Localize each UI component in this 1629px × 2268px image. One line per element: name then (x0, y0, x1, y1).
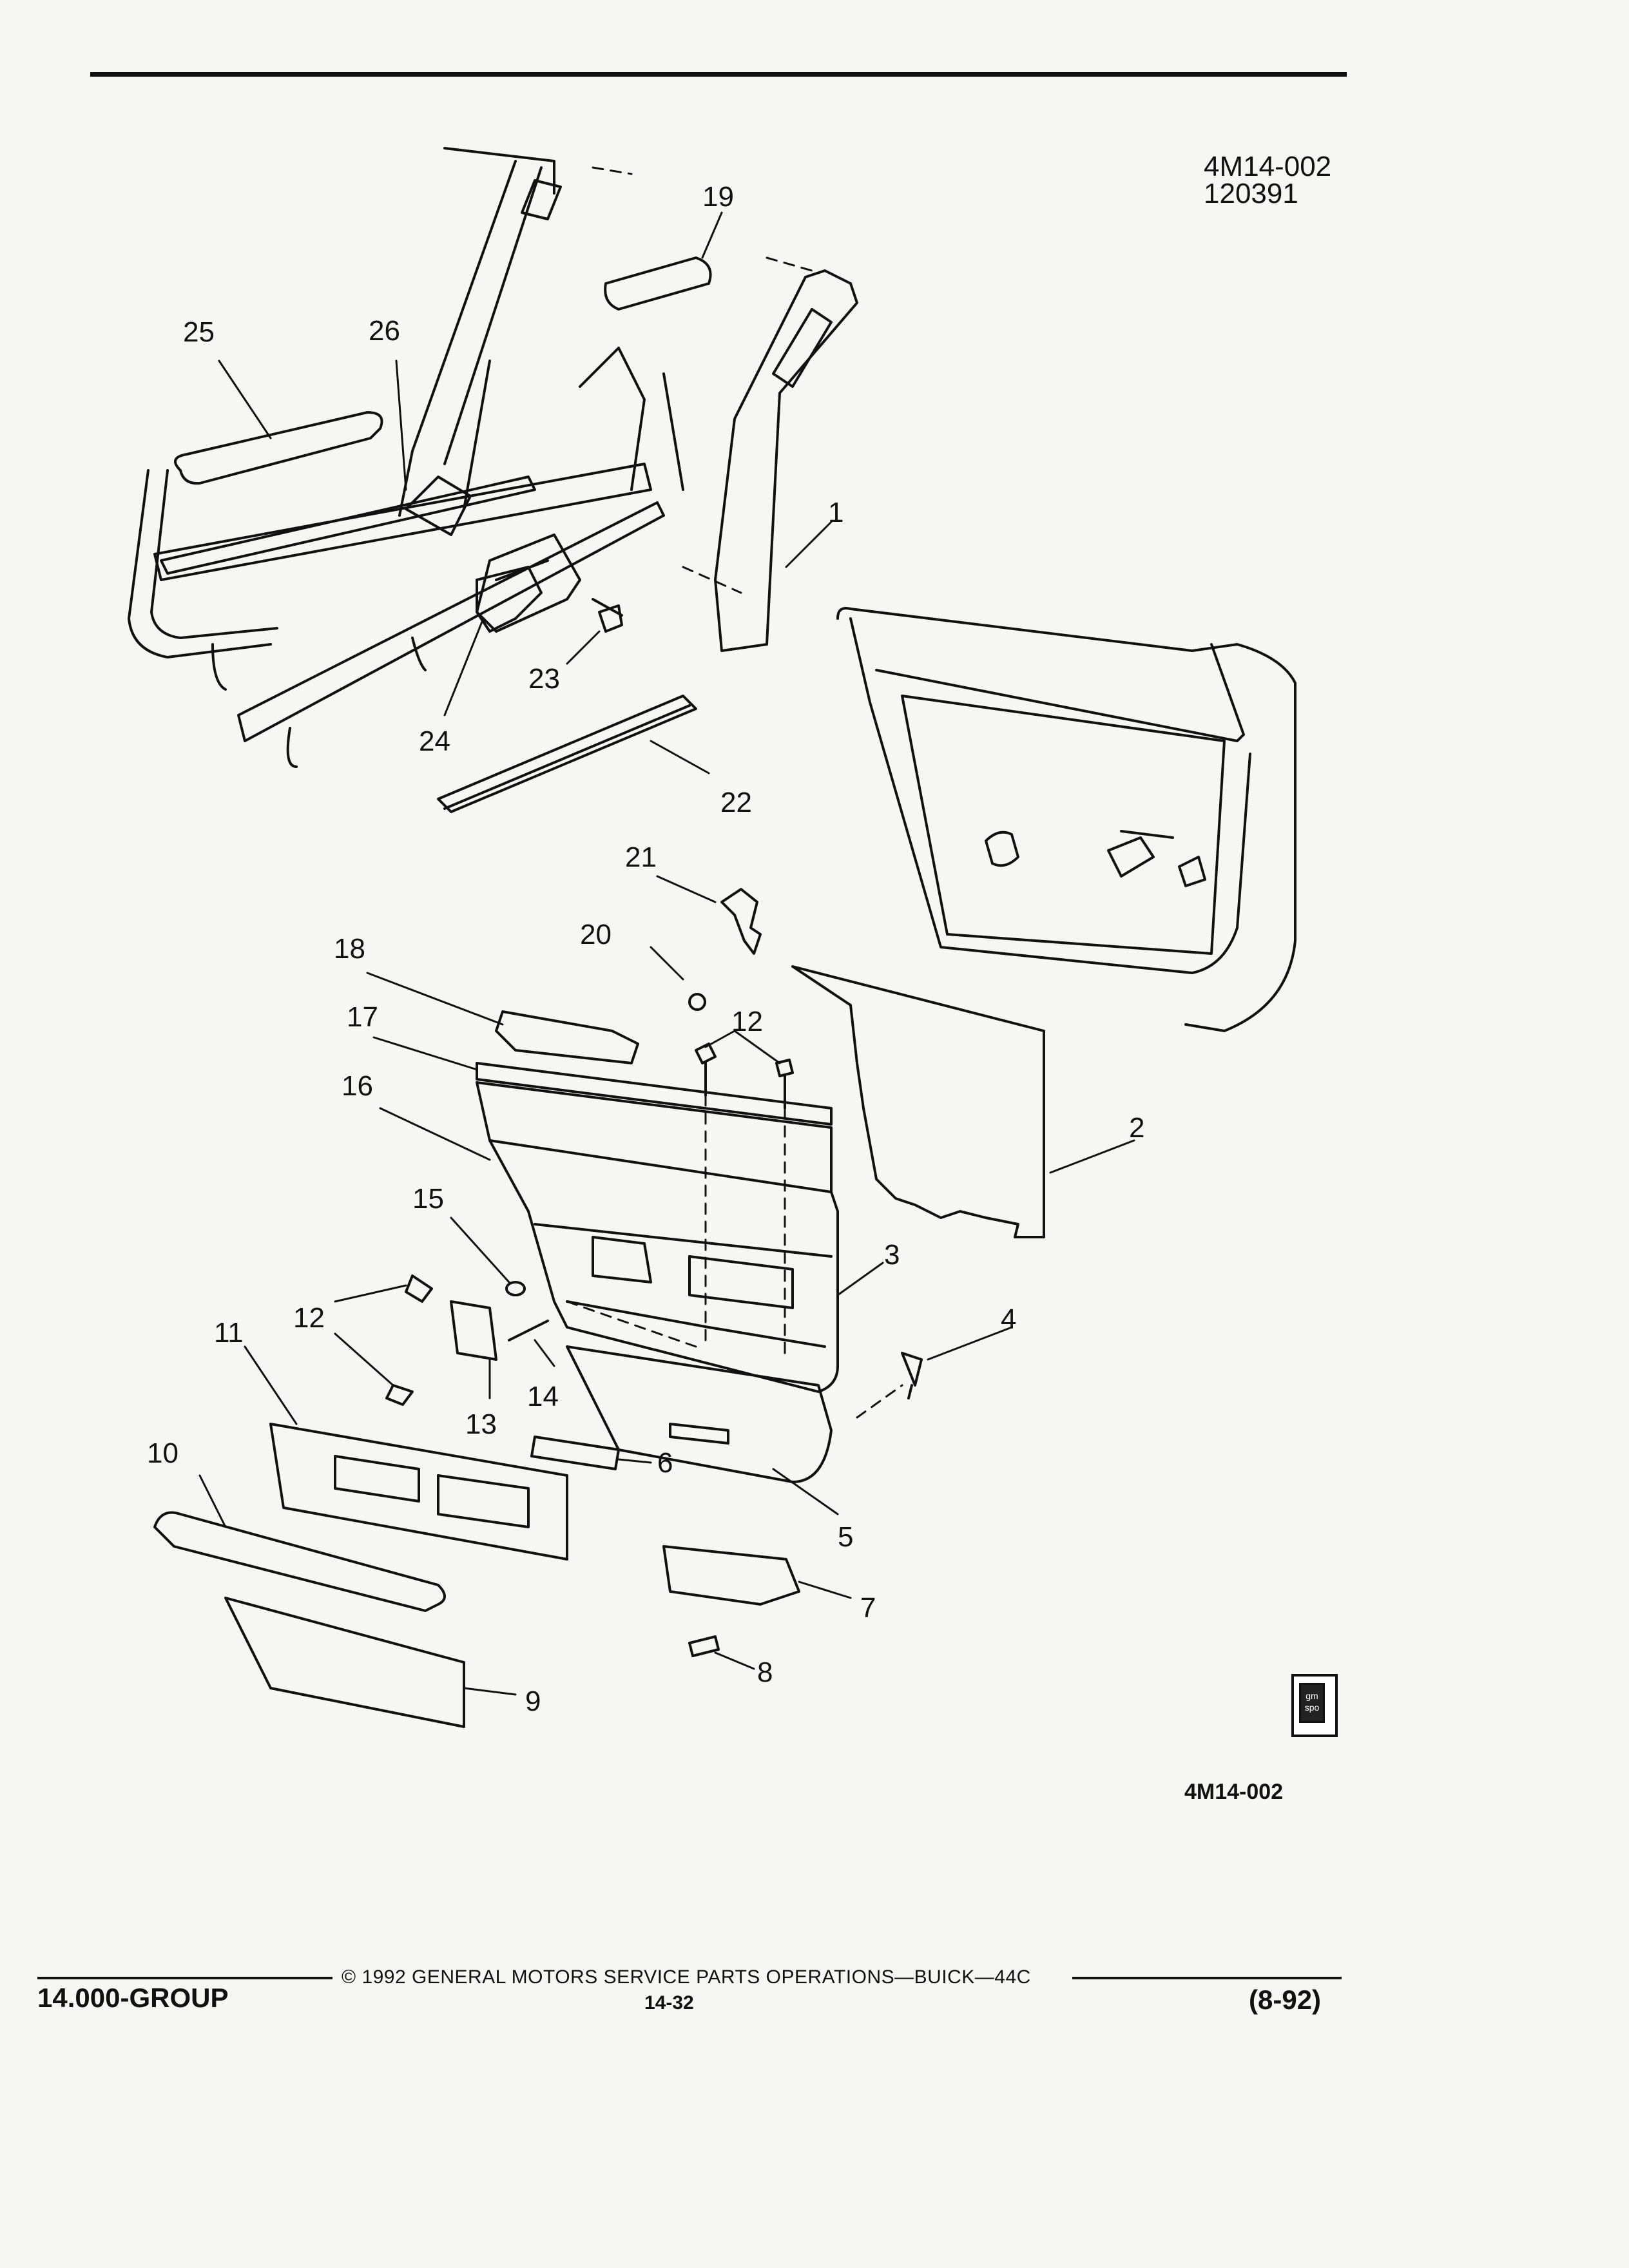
part-12-screw-d (385, 1384, 414, 1406)
part-5-lower-panel (566, 1345, 833, 1483)
part-16-upper-panel (476, 1081, 833, 1193)
part-12-screw-c (405, 1274, 433, 1303)
callout-6: 6 (657, 1447, 673, 1479)
callout-13: 13 (465, 1408, 497, 1440)
part-9-map-pocket (224, 1597, 465, 1728)
gm-spo-logo-mark: gm spo (1299, 1683, 1325, 1723)
callout-17: 17 (347, 1001, 378, 1033)
callout-20: 20 (580, 919, 612, 950)
part-3-trim-panel (488, 1139, 839, 1393)
callout-12: 12 (293, 1302, 325, 1334)
footer-rule-left (37, 1977, 333, 1979)
footer-group: 14.000-GROUP (37, 1983, 229, 2013)
part-1-pillar-trim (714, 269, 858, 652)
part-26-sill-plate (160, 476, 536, 575)
callout-9: 9 (525, 1686, 541, 1717)
drawing-id: 4M14-002 (1204, 151, 1332, 182)
drawing-date: 120391 (1204, 178, 1298, 209)
part-15-washer (505, 1281, 526, 1296)
door-assembly (836, 607, 1296, 1032)
callout-8: 8 (757, 1657, 773, 1688)
drawing-reference: 4M14-002 120391 (1204, 151, 1332, 209)
part-20-washer (688, 993, 706, 1011)
callout-16: 16 (342, 1070, 373, 1102)
part-2-water-deflector (791, 965, 1045, 1238)
part-14-rod (508, 1320, 549, 1341)
part-18-switch-bezel (495, 1010, 639, 1064)
callout-7: 7 (860, 1592, 876, 1624)
footer-copyright: © 1992 GENERAL MOTORS SERVICE PARTS OPER… (342, 1966, 1031, 1988)
part-12-screw-a (695, 1043, 717, 1097)
callout-11: 11 (214, 1317, 244, 1349)
callout-15: 15 (412, 1183, 444, 1215)
part-6-pad (530, 1436, 620, 1470)
callout-18: 18 (334, 933, 365, 965)
callout-12-upper: 12 (731, 1006, 763, 1037)
part-13-switch (450, 1300, 497, 1361)
bottom-drawing-id: 4M14-002 (1184, 1780, 1284, 1804)
callout-14: 14 (527, 1381, 559, 1412)
body-pillar-assembly (128, 147, 684, 768)
callout-10: 10 (147, 1437, 178, 1469)
callout-1: 1 (828, 497, 843, 528)
part-17-strip (476, 1062, 833, 1126)
part-11-armrest-panel (269, 1423, 568, 1561)
part-4-clip (901, 1352, 923, 1399)
callout-5: 5 (838, 1521, 853, 1553)
part-23-screw (592, 598, 623, 633)
part-10-armrest (153, 1511, 446, 1612)
callout-19: 19 (702, 181, 734, 213)
gm-spo-logo: gm spo (1291, 1674, 1338, 1737)
callout-23: 23 (528, 663, 560, 695)
callout-4: 4 (1001, 1303, 1016, 1335)
footer-rule-right (1072, 1977, 1342, 1979)
footer-page-number: 14-32 (644, 1992, 694, 2013)
callout-3: 3 (884, 1239, 900, 1271)
part-7-handle-bezel (662, 1545, 800, 1606)
callout-21: 21 (625, 841, 657, 873)
footer-date: (8-92) (1249, 1984, 1322, 2015)
part-24-retractor (476, 566, 543, 633)
top-rule (90, 72, 1347, 77)
callout-2: 2 (1129, 1112, 1144, 1144)
callout-26: 26 (369, 315, 400, 347)
callout-25: 25 (183, 316, 215, 348)
part-21-bracket (720, 888, 762, 955)
part-8-screw (688, 1635, 720, 1657)
callout-22: 22 (720, 787, 752, 818)
part-19-cap (604, 256, 712, 311)
callout-24: 24 (419, 726, 450, 757)
part-25-molding (174, 411, 383, 485)
